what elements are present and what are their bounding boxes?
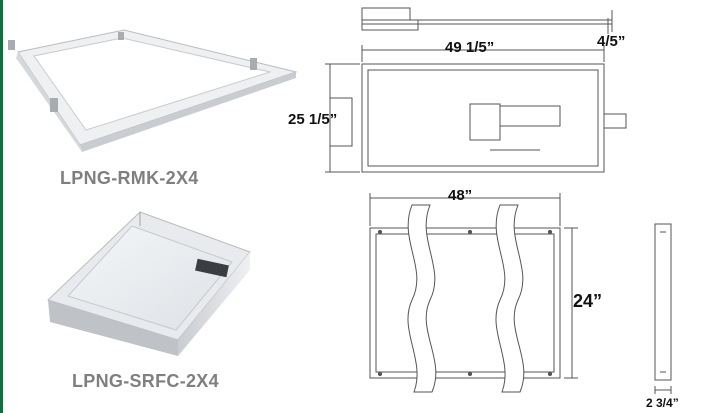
accent-bar: [0, 0, 3, 413]
top-width-label: 49 1/5”: [445, 39, 494, 56]
front-view: [329, 63, 627, 173]
top-depth-label: 4/5”: [597, 33, 625, 50]
bottom-dimension-lines: [369, 193, 578, 379]
bottom-depth-label: 2 3/4”: [646, 396, 679, 410]
top-dimension-lines: [325, 18, 609, 173]
side-profile: [361, 7, 613, 32]
break-marks: [407, 204, 525, 393]
rmk-frame-image: [8, 29, 298, 152]
bottom-width-label: 48”: [448, 187, 472, 204]
srfc-model-label: LPNG-SRFC-2X4: [72, 371, 219, 391]
side-view: [654, 223, 672, 394]
bottom-height-label: 24”: [573, 291, 602, 311]
housing-outline: [369, 227, 561, 379]
rmk-model-label: LPNG-RMK-2X4: [60, 168, 199, 188]
srfc-housing-image: [47, 211, 251, 356]
top-height-label: 25 1/5”: [288, 111, 337, 128]
